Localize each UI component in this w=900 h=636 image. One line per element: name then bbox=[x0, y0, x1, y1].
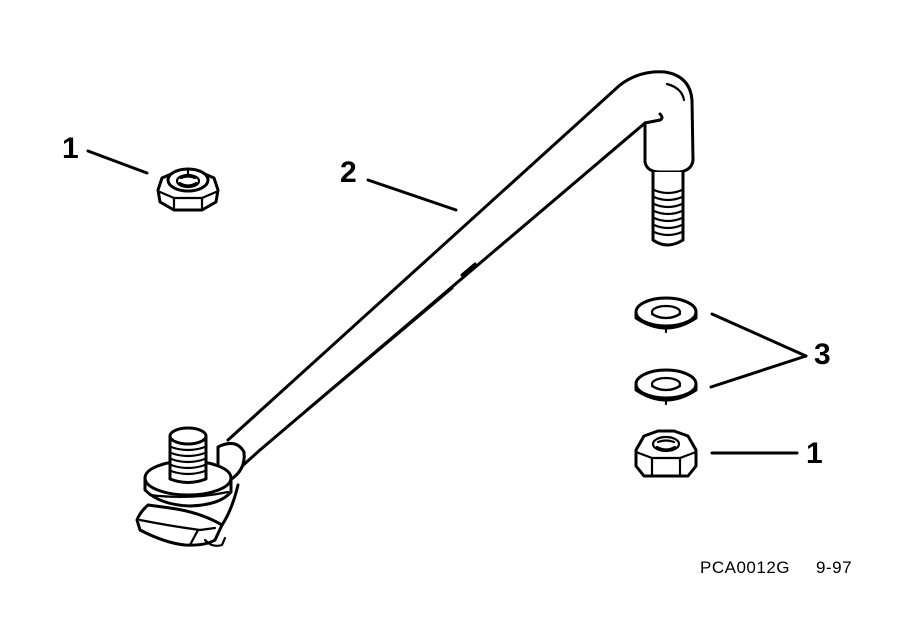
figure-date: 9-97 bbox=[816, 558, 853, 577]
hex-nut-bottom-icon bbox=[634, 429, 698, 478]
leader-lines bbox=[86, 149, 808, 455]
locknut-top-icon bbox=[156, 167, 220, 212]
callout-2: 2 bbox=[340, 156, 357, 189]
leader-3-upper bbox=[710, 312, 808, 358]
callout-1-bottom: 1 bbox=[806, 437, 823, 470]
washer-lower-icon bbox=[634, 368, 698, 406]
callout-3: 3 bbox=[814, 338, 831, 371]
leader-2 bbox=[366, 178, 458, 212]
leader-1-top bbox=[86, 149, 149, 175]
washer-upper-icon bbox=[634, 296, 698, 334]
callout-1-top: 1 bbox=[62, 132, 79, 165]
leader-3-lower bbox=[709, 354, 808, 389]
link-rod-icon bbox=[135, 70, 695, 547]
figure-code: PCA0012G bbox=[700, 558, 790, 577]
